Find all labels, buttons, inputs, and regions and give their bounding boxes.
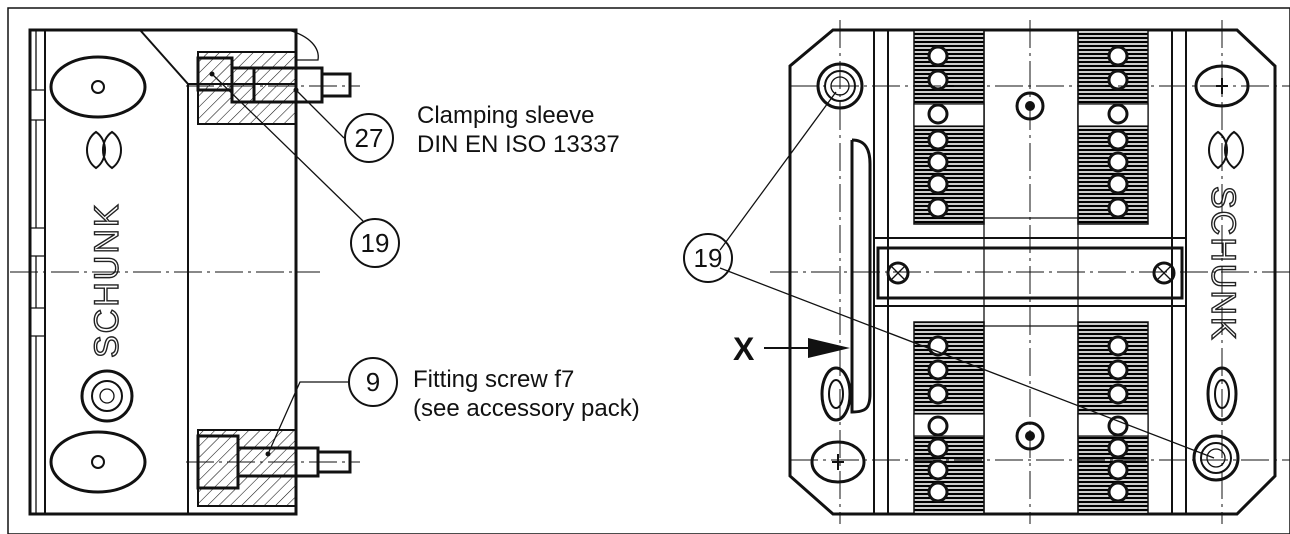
view-arrow-head — [808, 338, 850, 358]
bubble-27-label: 27 — [355, 123, 384, 153]
oval-pocket-top — [49, 55, 147, 119]
hole-column-1 — [927, 45, 949, 503]
right-fitting-knob — [820, 366, 852, 422]
hole-column-2 — [1107, 45, 1129, 503]
view-marker-x: X — [733, 331, 755, 367]
left-body-outline — [28, 28, 298, 516]
drawing-frame — [7, 7, 1290, 534]
callout-clamping-sleeve-line1: Clamping sleeve — [417, 102, 594, 129]
bubble-19-right-label: 19 — [694, 243, 723, 273]
left-side-view: SCHUNK — [10, 28, 360, 516]
bubble-19-left — [350, 218, 400, 268]
callout-fitting-screw-line2: (see accessory pack) — [413, 395, 640, 422]
right-logo-emblem — [1208, 130, 1244, 170]
bubble-9 — [348, 357, 398, 407]
left-logo-emblem — [86, 130, 122, 170]
left-callouts: 27 19 9 Clamping sleeve DIN EN ISO 13337… — [211, 73, 640, 455]
callout-fitting-screw-line1: Fitting screw f7 — [413, 366, 574, 393]
knurl-strip-1 — [913, 29, 985, 225]
right-logo-text: SCHUNK — [1204, 186, 1242, 342]
bubble-9-label: 9 — [366, 367, 380, 397]
upper-section-hatch — [197, 51, 297, 125]
oval-pocket-bottom-left — [810, 440, 866, 484]
corner-fitting-bottom-right — [1192, 434, 1240, 482]
left-logo-text: SCHUNK — [88, 202, 126, 358]
bubble-27 — [344, 113, 394, 163]
oval-pocket-bottom — [49, 430, 147, 494]
right-body-outline — [788, 28, 1277, 516]
bar-screw-right — [1152, 261, 1176, 285]
bar-screw-left — [886, 261, 910, 285]
callout-clamping-sleeve-line2: DIN EN ISO 13337 — [417, 131, 620, 158]
bubble-19-right — [683, 233, 733, 283]
lower-section-hatch — [197, 429, 297, 507]
right-callouts: 19 X — [683, 91, 1215, 459]
bubble-19-left-label: 19 — [361, 228, 390, 258]
right-top-view: SCHUNK — [770, 20, 1290, 524]
side-stop-rail — [850, 138, 872, 414]
left-fitting-knob — [80, 369, 134, 423]
